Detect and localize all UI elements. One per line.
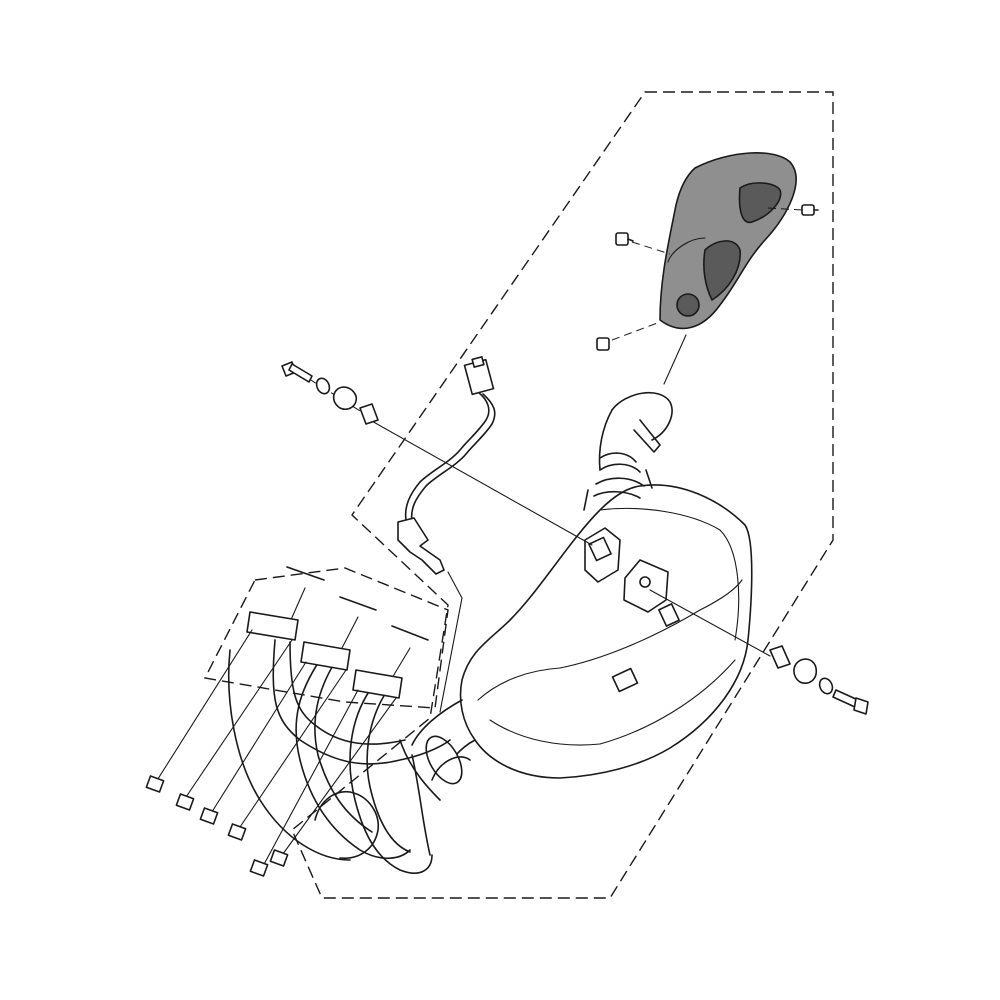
exhaust-flanges[interactable] bbox=[246, 611, 403, 699]
heat-shield-flange bbox=[667, 237, 706, 263]
header-pipes[interactable] bbox=[227, 639, 471, 874]
flange-nut-6 bbox=[269, 849, 289, 867]
flange-2 bbox=[300, 641, 351, 671]
collar-front bbox=[359, 403, 379, 425]
heat-shield-screw-left[interactable] bbox=[615, 232, 671, 255]
flange-nut-4 bbox=[227, 823, 247, 841]
heat-shield-leader bbox=[663, 334, 687, 385]
flange-nuts[interactable] bbox=[145, 629, 397, 877]
o2-sensor-body bbox=[397, 517, 445, 575]
mounting-bolt-rear[interactable] bbox=[649, 589, 869, 715]
gasket-3 bbox=[391, 625, 429, 641]
muffler[interactable] bbox=[411, 484, 753, 790]
flange-nut-2 bbox=[175, 793, 195, 811]
heat-shield-cutout bbox=[738, 182, 782, 224]
grommet-rear bbox=[793, 658, 818, 684]
flange-nut-5 bbox=[249, 859, 269, 877]
grommet-front bbox=[332, 386, 358, 411]
collar-rear bbox=[769, 645, 791, 669]
heat-shield-lower-recess bbox=[703, 240, 741, 301]
exhaust-gaskets[interactable] bbox=[286, 566, 429, 679]
gasket-1 bbox=[286, 566, 325, 581]
gasket-2 bbox=[339, 596, 377, 611]
flange-nut-3 bbox=[199, 807, 219, 825]
flange-3 bbox=[352, 669, 403, 699]
o2-sensor[interactable] bbox=[397, 356, 496, 713]
gasket-group-boundary bbox=[203, 567, 449, 709]
washer-rear bbox=[818, 677, 834, 695]
muffler-inlet-pipe[interactable] bbox=[583, 392, 673, 511]
flange-1 bbox=[246, 611, 299, 641]
heat-shield[interactable] bbox=[659, 152, 797, 330]
o2-sensor-cable bbox=[404, 391, 490, 521]
heat-shield-screw-lower[interactable] bbox=[596, 321, 661, 351]
flange-nut-1 bbox=[145, 775, 165, 793]
heat-shield-bolt-hole-lower bbox=[676, 293, 700, 317]
heat-shield-screw-right[interactable] bbox=[767, 204, 819, 216]
mounting-bolt-front[interactable] bbox=[281, 361, 593, 546]
muffler-hanger-grommet bbox=[588, 536, 612, 562]
washer-front bbox=[315, 377, 331, 395]
